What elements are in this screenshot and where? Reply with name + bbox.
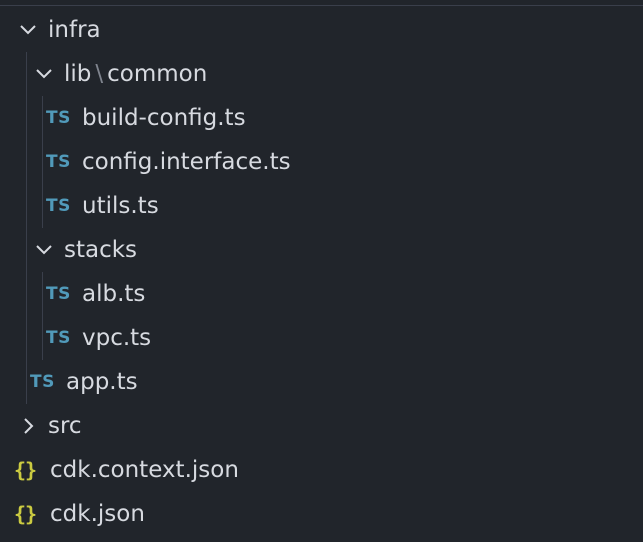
chevron-right-icon (16, 414, 40, 438)
file-label-utils: utils.ts (82, 193, 159, 219)
file-label-cdk-json: cdk.json (50, 501, 145, 527)
file-explorer-tree: infra lib \ common TS build-config.ts TS… (0, 8, 643, 536)
tree-file-alb[interactable]: TS alb.ts (0, 272, 643, 316)
indent-guide-stacks (42, 272, 43, 360)
typescript-file-icon: TS (46, 328, 71, 348)
tree-file-utils[interactable]: TS utils.ts (0, 184, 643, 228)
json-file-icon: {} (14, 502, 37, 526)
folder-label-common: common (107, 61, 208, 87)
chevron-down-icon (32, 62, 56, 86)
tree-folder-infra[interactable]: infra (0, 8, 643, 52)
tree-file-config-interface[interactable]: TS config.interface.ts (0, 140, 643, 184)
chevron-down-icon (16, 18, 40, 42)
indent-guide-infra (26, 52, 27, 404)
typescript-file-icon: TS (46, 108, 71, 128)
typescript-file-icon: TS (46, 152, 71, 172)
file-label-cdk-context: cdk.context.json (50, 457, 239, 483)
tree-folder-lib-common[interactable]: lib \ common (0, 52, 643, 96)
file-label-vpc: vpc.ts (82, 325, 152, 351)
tree-file-app[interactable]: TS app.ts (0, 360, 643, 404)
json-file-icon: {} (14, 458, 37, 482)
file-label-app: app.ts (66, 369, 138, 395)
tree-file-vpc[interactable]: TS vpc.ts (0, 316, 643, 360)
file-label-config-interface: config.interface.ts (82, 149, 291, 175)
folder-label-infra: infra (48, 17, 101, 43)
file-label-alb: alb.ts (82, 281, 146, 307)
compact-folder-separator: \ (95, 61, 104, 87)
tree-file-cdk-context[interactable]: {} cdk.context.json (0, 448, 643, 492)
typescript-file-icon: TS (46, 284, 71, 304)
tree-file-cdk-json[interactable]: {} cdk.json (0, 492, 643, 536)
file-label-build-config: build-config.ts (82, 105, 246, 131)
folder-label-stacks: stacks (64, 237, 138, 263)
folder-label-lib: lib (64, 61, 92, 87)
indent-guide-lib-common (42, 96, 43, 228)
typescript-file-icon: TS (46, 196, 71, 216)
tree-folder-stacks[interactable]: stacks (0, 228, 643, 272)
typescript-file-icon: TS (30, 372, 55, 392)
panel-top-border (0, 0, 643, 6)
tree-folder-src[interactable]: src (0, 404, 643, 448)
folder-label-src: src (48, 413, 82, 439)
tree-file-build-config[interactable]: TS build-config.ts (0, 96, 643, 140)
chevron-down-icon (32, 238, 56, 262)
